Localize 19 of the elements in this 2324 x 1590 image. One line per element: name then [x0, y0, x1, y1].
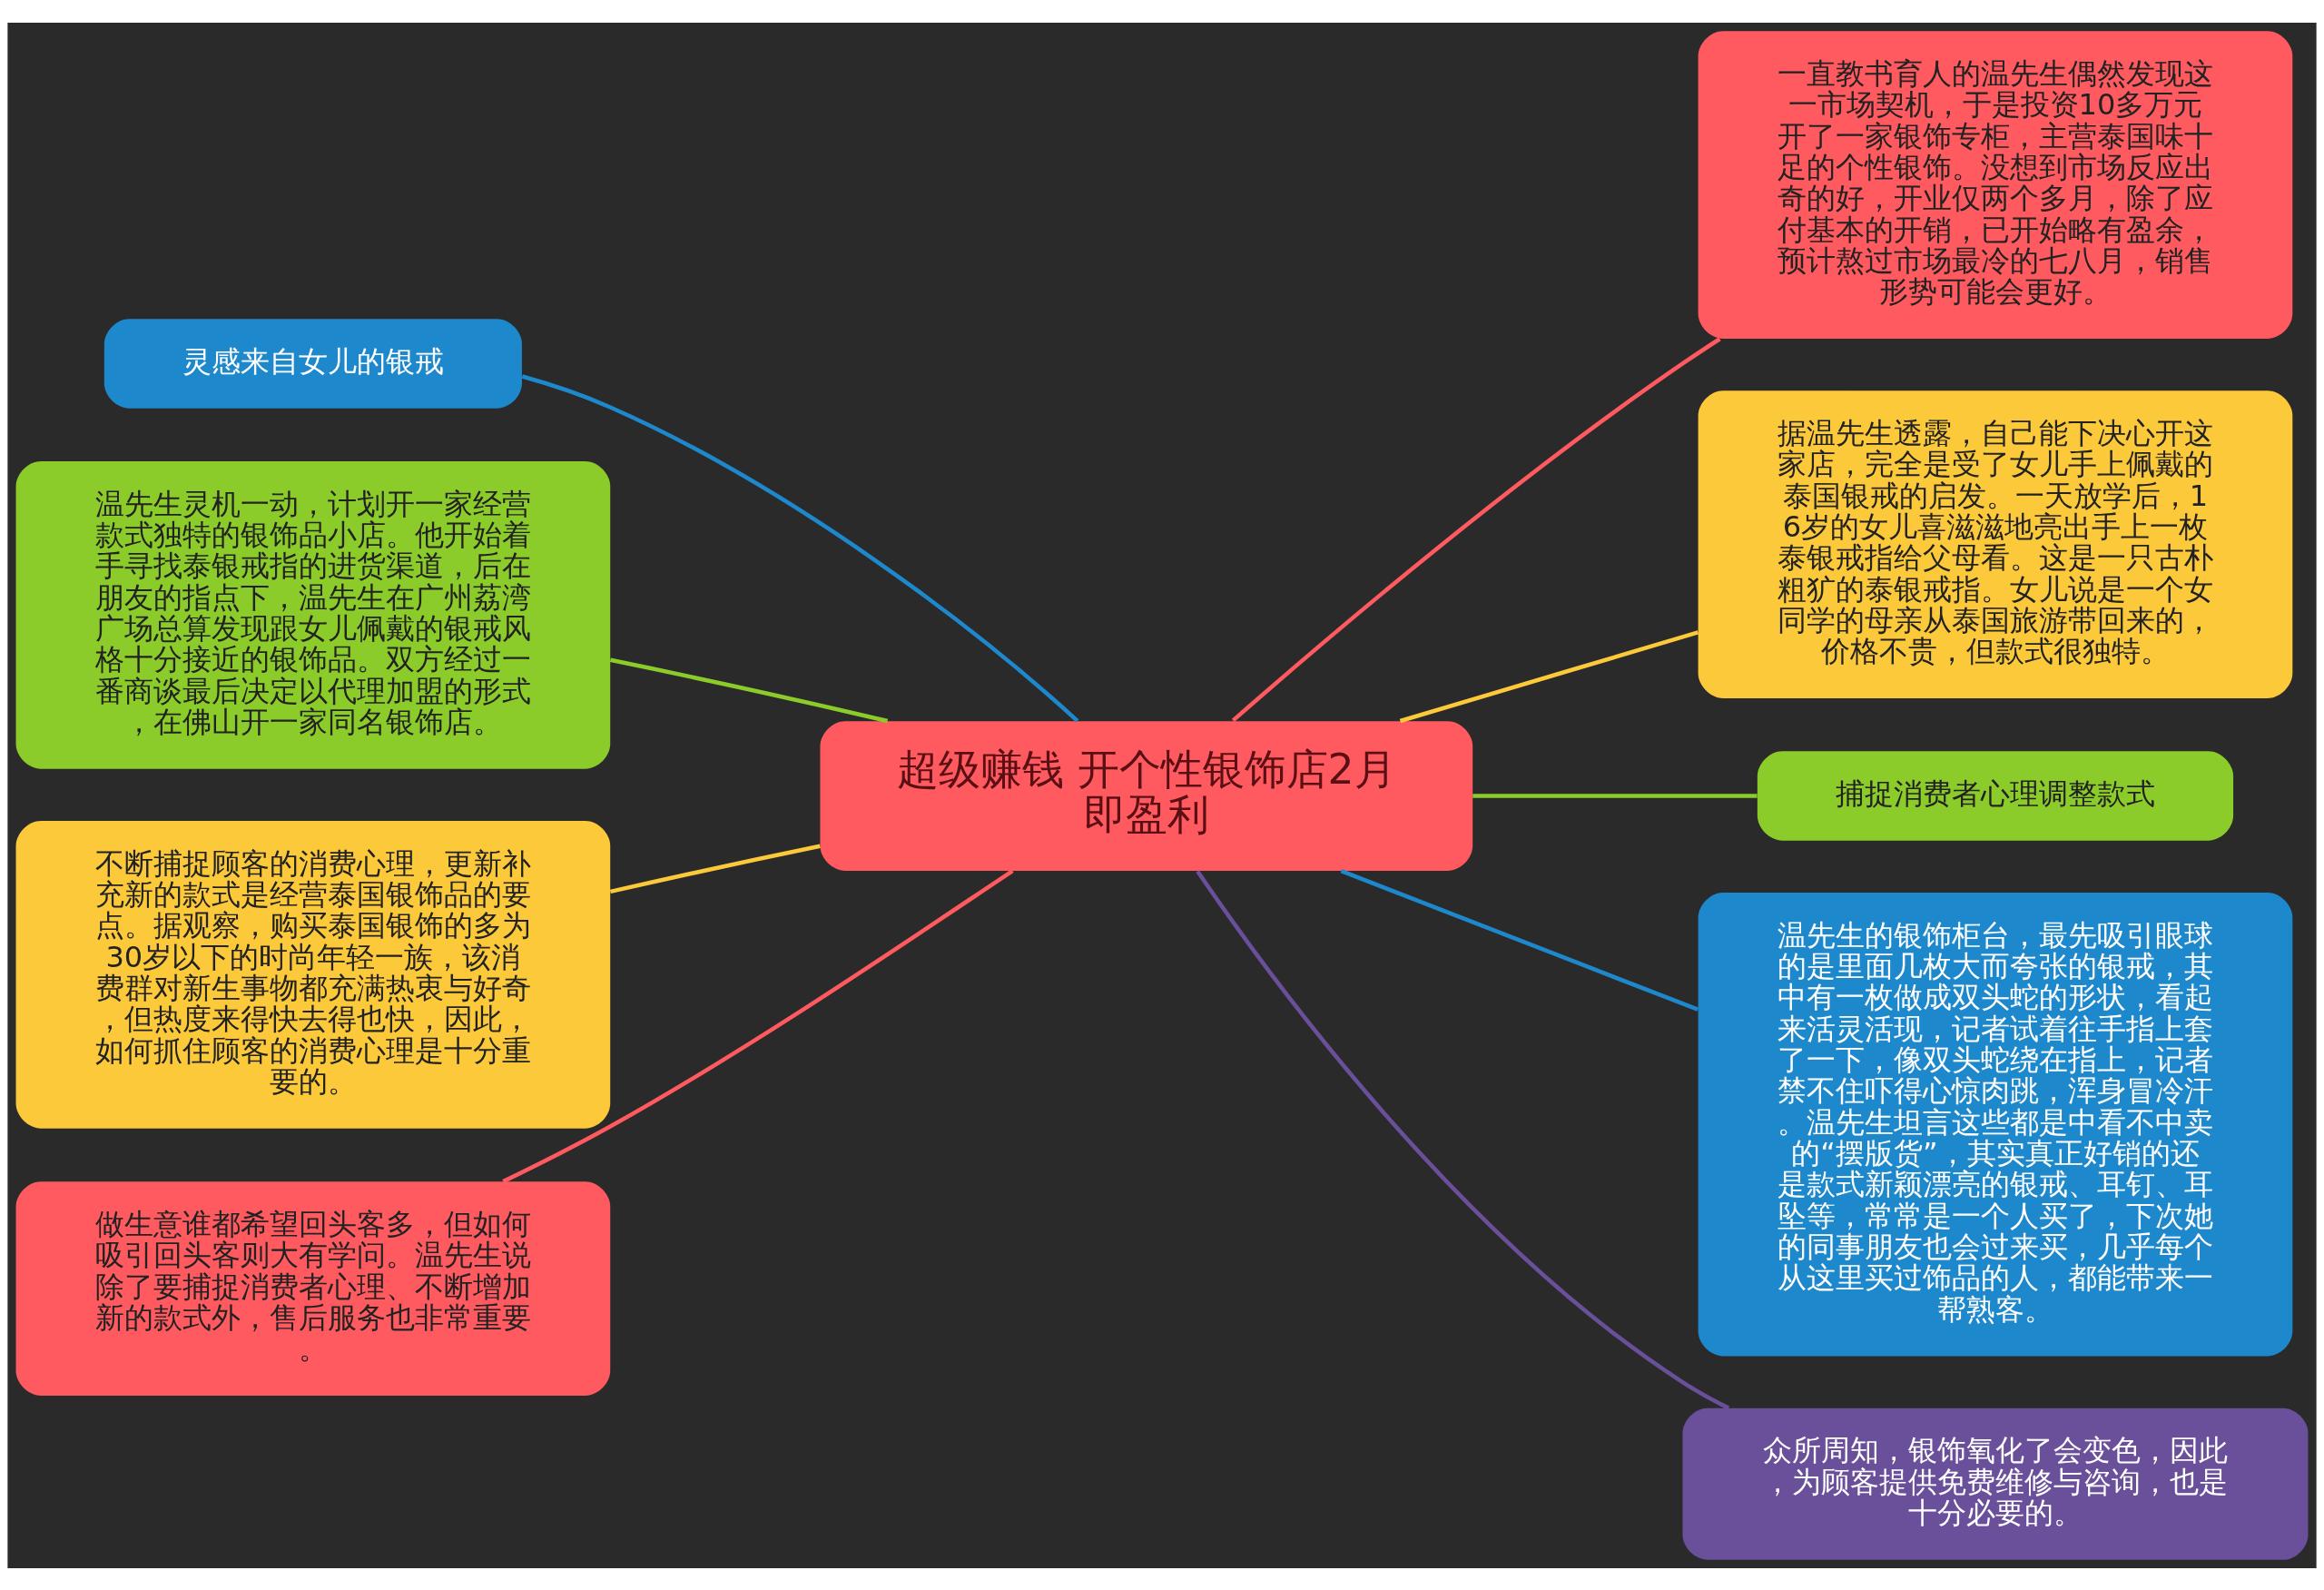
- node-box: 温先生的银饰柜台，最先吸引眼球的是里面几枚大而夸张的银戒，其中有一枚做成双头蛇的形状，看起来活灵活现，记者试着往手指上套了一下，像双头蛇绕在指上，记者禁不住吓得心惊肉跳，浑身冒冷汗。温先生坦言这些都是中看不中卖的“摆版货”，其实真正好销的还是款式新颖漂亮的银戒、耳钉、耳坠等，常常是一个人买了，下次她的同事朋友也会过来买，几乎每个从这里买过饰品的人，都能带来一帮熟客。: [1698, 892, 2293, 1356]
- node-box: 众所周知，银饰氧化了会变色，因此，为顾客提供免费维修与咨询，也是十分必要的。: [1682, 1407, 2309, 1560]
- node-box: 捕捉消费者心理调整款式: [1757, 750, 2234, 841]
- node-box: 一直教书育人的温先生偶然发现这一市场契机，于是投资10多万元开了一家银饰专柜，主营泰国味十足的个性银饰。没想到市场反应出奇的好，开业仅两个多月，除了应付基本的开销，已开始略有盈余，预计熬过市场最冷的七八月，销售形势可能会更好。: [1698, 30, 2293, 339]
- connector: [1472, 793, 1758, 798]
- node-box: 超级赚钱 开个性银饰店2月即盈利: [820, 720, 1473, 871]
- connector: [502, 868, 1014, 1183]
- connector: [521, 373, 1079, 723]
- connector: [609, 657, 889, 723]
- connector: [1340, 868, 1699, 1012]
- connector: [609, 843, 821, 894]
- node-box: 温先生灵机一动，计划开一家经营款式独特的银饰品小店。他开始着手寻找泰银戒指的进货渠道，后在朋友的指点下，温先生在广州荔湾广场总算发现跟女儿佩戴的银戒风格十分接近的银饰品。双方经过一番商谈最后决定以代理加盟的形式，在佛山开一家同名银饰店。: [15, 460, 611, 769]
- connector: [1399, 629, 1699, 723]
- connector: [1196, 869, 1730, 1410]
- node-box: 做生意谁都希望回头客多，但如何吸引回头客则大有学问。温先生说除了要捕捉消费者心理、不断增加新的款式外，售后服务也非常重要。: [15, 1180, 611, 1396]
- connector: [1231, 336, 1721, 722]
- node-box: 不断捕捉顾客的消费心理，更新补充新的款式是经营泰国银饰品的要点。据观察，购买泰国银饰的多为30岁以下的时尚年轻一族，该消费群对新生事物都充满热衷与好奇，但热度来得快去得也快，因此，如何抓住顾客的消费心理是十分重要的。: [15, 820, 611, 1129]
- node-box: 灵感来自女儿的银戒: [103, 318, 522, 409]
- node-box: 据温先生透露，自己能下决心开这家店，完全是受了女儿手上佩戴的泰国银戒的启发。一天放学后，16岁的女儿喜滋滋地亮出手上一枚泰银戒指给父母看。这是一只古朴粗犷的泰银戒指。女儿说是一个女同学的母亲从泰国旅游带回来的，价格不贵，但款式很独特。: [1698, 390, 2293, 698]
